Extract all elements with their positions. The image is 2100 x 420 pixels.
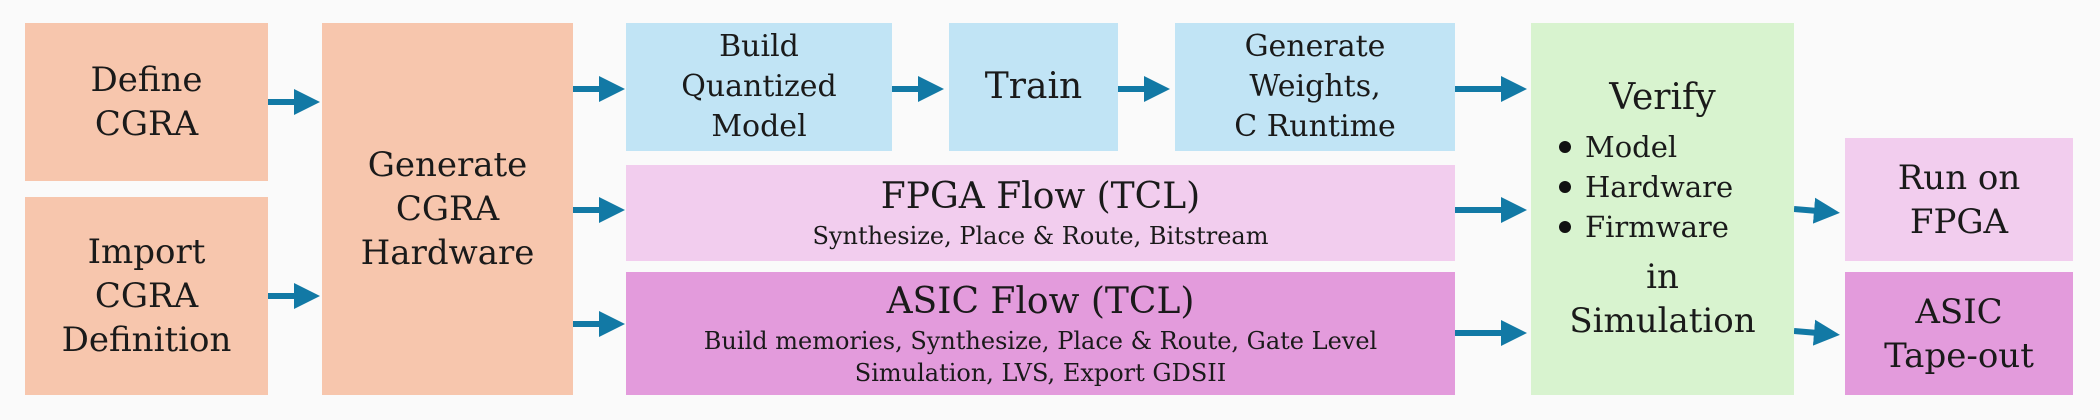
train-label: Train [984,66,1083,107]
asic-flow-subtitle-line-1: Build memories, Synthesize, Place & Rout… [703,326,1378,355]
asic-tapeout-line-2: Tape-out [1884,335,2034,376]
generate-weights-line-3: C Runtime [1234,109,1396,144]
run-fpga-line-1: Run on [1897,157,2021,198]
verify-list: Model Hardware Firmware [1559,127,1733,247]
import-cgra-line-2: CGRA [94,276,199,316]
train-box: Train [949,23,1118,151]
bullet-icon [1559,181,1571,193]
build-model-line-1: Build [719,29,799,64]
asic-tapeout-box: ASIC Tape-out [1845,272,2073,395]
fpga-flow-title: FPGA Flow (TCL) [880,176,1201,217]
build-model-line-2: Quantized [681,69,837,104]
verify-footer-line-1: in [1646,257,1679,297]
asic-flow-subtitle-line-2: Simulation, LVS, Export GDSII [854,358,1227,387]
arrow-verify-to-run-fpga [1793,197,1840,224]
verify-item-label: Model [1585,130,1678,164]
generate-hardware-line-1: Generate [367,145,528,185]
import-cgra-box: Import CGRA Definition [25,197,268,395]
generate-weights-box: Generate Weights, C Runtime [1175,23,1455,151]
verify-title: Verify [1609,77,1716,118]
asic-flow-box: ASIC Flow (TCL) Build memories, Synthesi… [626,272,1455,395]
generate-hardware-line-3: Hardware [360,233,535,273]
bullet-icon [1559,221,1571,233]
run-fpga-box: Run on FPGA [1845,138,2073,261]
fpga-flow-subtitle: Synthesize, Place & Route, Bitstream [812,222,1269,250]
run-fpga-line-2: FPGA [1909,201,2009,242]
define-cgra-box: Define CGRA [25,23,268,181]
verify-item-hardware: Hardware [1559,167,1733,207]
generate-weights-line-2: Weights, [1249,69,1381,104]
asic-tapeout-line-1: ASIC [1915,291,2003,332]
asic-flow-title: ASIC Flow (TCL) [886,280,1195,322]
build-model-line-3: Model [711,109,807,144]
define-cgra-line-1: Define [90,60,203,100]
fpga-flow-box: FPGA Flow (TCL) Synthesize, Place & Rout… [626,165,1455,261]
verify-item-label: Firmware [1585,210,1729,244]
build-model-box: Build Quantized Model [626,23,892,151]
import-cgra-line-1: Import [87,232,206,272]
verify-item-label: Hardware [1585,170,1734,204]
import-cgra-line-3: Definition [61,320,232,360]
arrow-verify-to-tapeout [1793,319,1840,346]
generate-hardware-line-2: CGRA [395,189,500,229]
verify-item-model: Model [1559,127,1733,167]
verify-footer-line-2: Simulation [1569,301,1756,341]
bullet-icon [1559,141,1571,153]
verify-box: Verify Model Hardware Firmware in Simula… [1531,23,1794,395]
verify-item-firmware: Firmware [1559,207,1733,247]
define-cgra-line-2: CGRA [94,104,199,144]
generate-hardware-box: Generate CGRA Hardware [322,23,573,395]
generate-weights-line-1: Generate [1244,29,1386,64]
